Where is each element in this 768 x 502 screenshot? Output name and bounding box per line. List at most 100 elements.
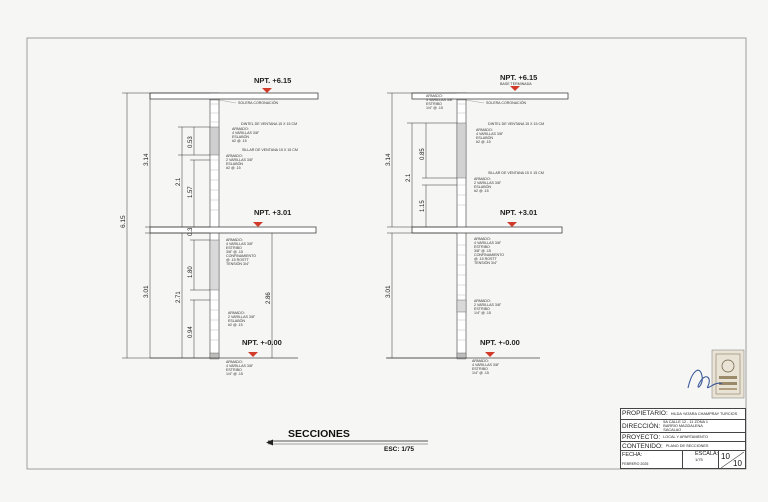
- left-armado1-line3: ESLABÓN: [232, 134, 249, 139]
- drawing-title: SECCIONES: [288, 428, 350, 440]
- title-block-project-row: PROYECTO: LOCAL Y APARTAMENTO: [620, 433, 746, 442]
- left-dim-094: 0.94: [188, 326, 194, 338]
- left-armado5-line4: 1/4" @ .15: [226, 372, 243, 376]
- owner-value: HILDA YATARA CHAMPRAY TURCIOS: [670, 411, 738, 416]
- left-armado1-line1: ARMADO:: [232, 127, 249, 131]
- address-label: DIRECCIÓN:: [622, 422, 661, 430]
- left-dim-286: 2.86: [266, 292, 272, 304]
- left-armado4-line2: 2 VARILLAS 3/8": [228, 315, 256, 319]
- left-note-solera: SOLERA CORONACIÓN: [238, 100, 279, 105]
- title-block-owner-row: PROPIETARIO: HILDA YATARA CHAMPRAY TURCI…: [620, 408, 746, 420]
- left-armado4-line4: #2 @ .15: [228, 323, 243, 327]
- right-notes: BASE TERMINADA ARMADO: 4 VARILLAS 3/8" E…: [426, 82, 544, 375]
- left-armado4-line3: ESLABÓN: [228, 318, 245, 323]
- left-level-marker-mid: [253, 222, 263, 227]
- left-armado3-line7: TENSIÓN 3/4": [226, 261, 250, 266]
- right-armado3-line7: TENSIÓN 3/4": [474, 260, 498, 265]
- right-armado5-line2: 4 VARILLAS 3/8": [472, 363, 500, 367]
- right-level-marker-mid: [507, 222, 517, 227]
- right-armado-top-line1: ARMADO:: [426, 94, 443, 98]
- title-block-address-row: DIRECCIÓN: 5A CALLE 12 - 11 ZONA 1 BARRI…: [620, 420, 746, 433]
- left-dim-overall: 6.15: [120, 215, 127, 228]
- left-armado3-line3: ESTRIBO: [226, 246, 242, 250]
- date-cell: FECHA: FEBRERO 2025: [622, 452, 682, 466]
- right-armado3-line2: 4 VARILLAS 3/8": [474, 241, 502, 245]
- sheet-border: [26, 37, 747, 470]
- left-armado2-line2: 2 VARILLAS 3/8": [226, 158, 254, 162]
- right-armado2-line1: ARMADO:: [474, 177, 491, 181]
- left-level-mid: NPT. +3.01: [254, 208, 291, 217]
- sheet-total: 10: [733, 459, 742, 468]
- scale-label: ESCALA:: [695, 451, 719, 457]
- right-armado4-line3: ESTRIBO: [474, 307, 490, 311]
- owner-label: PROPIETARIO:: [622, 410, 668, 417]
- right-armado4-line1: ARMADO:: [474, 299, 491, 303]
- right-level-marker-top: [510, 86, 520, 91]
- project-label: PROYECTO:: [622, 433, 661, 441]
- left-dim-180: 1.80: [188, 266, 194, 278]
- date-value: FEBRERO 2025: [622, 462, 649, 466]
- left-dim-21: 2.1: [176, 177, 182, 186]
- title-arrow-icon: [266, 439, 273, 446]
- scale-value: 1/75: [695, 457, 703, 462]
- left-dim-271: 2.71: [176, 291, 182, 303]
- right-armado1-line4: #2 @ .15: [476, 140, 491, 144]
- right-armado-top-line3: ESTRIBO: [426, 102, 442, 106]
- right-armado-top-line2: 4 VARILLAS 3/8": [426, 98, 454, 102]
- right-armado2-line3: ESLABÓN: [474, 184, 491, 189]
- right-armado5-line1: ARMADO:: [472, 359, 489, 363]
- left-note-dintel: DINTEL DE VENTANA 15 X 15 CM: [241, 122, 297, 126]
- sheet-number: 10: [721, 452, 730, 461]
- content-value: PLANO DE SECCIONES: [665, 444, 709, 448]
- project-value: LOCAL Y APARTAMENTO: [663, 435, 708, 439]
- right-armado3-line6: @ .15 ROSTT: [474, 257, 498, 261]
- left-notes: SOLERA CORONACIÓN DINTEL DE VENTANA 15 X…: [218, 99, 298, 376]
- left-dimension-lines: [122, 92, 273, 359]
- left-armado3-line2: 4 VARILLAS 3/8": [226, 242, 254, 246]
- professional-seal-icon: [711, 349, 745, 399]
- right-armado1-line1: ARMADO:: [476, 128, 493, 132]
- right-mid-slab: [411, 226, 563, 234]
- title-block-content-row: CONTENIDO: PLANO DE SECCIONES: [620, 442, 746, 451]
- right-armado2-line2: 2 VARILLAS 3/8": [474, 181, 502, 185]
- left-armado2-line4: #2 @ .15: [226, 166, 241, 170]
- right-armado3-line5: CONFINAMIENTO: [474, 253, 504, 257]
- left-dim-lower: 3.01: [143, 285, 150, 298]
- right-armado4-line2: 2 VARILLAS 3/8": [474, 303, 502, 307]
- left-armado2-line1: ARMADO:: [226, 154, 243, 158]
- right-dim-085: 0.85: [420, 148, 426, 160]
- right-level-top: NPT. +6.15: [500, 73, 537, 82]
- left-note-sillar: SILLAR DE VENTANA 15 X 15 CM: [242, 148, 298, 152]
- left-armado1-line4: #2 @ .15: [232, 139, 247, 143]
- right-roof-slab: [411, 92, 569, 100]
- right-note-solera: SOLERA CORONACIÓN: [486, 100, 527, 105]
- left-roof-slab: [149, 92, 319, 100]
- sheet-number-cell: 10 10: [718, 451, 746, 469]
- left-base: [209, 352, 220, 360]
- left-mid-slab: [149, 226, 317, 234]
- left-window-hatch: [209, 126, 220, 156]
- right-armado4-line4: 1/4" @ .15: [474, 311, 491, 315]
- right-armado-top-line4: 1/4" @ .15: [426, 106, 443, 110]
- right-wall-block-lines: [457, 103, 466, 341]
- left-armado5-line2: 4 VARILLAS 3/8": [226, 364, 254, 368]
- left-dim-03: 0.3: [188, 227, 194, 236]
- right-level-marker-bottom: [485, 352, 495, 357]
- signature-icon: [687, 369, 723, 389]
- right-window-hatch: [456, 122, 467, 179]
- left-level-marker-top: [262, 88, 272, 93]
- right-dim-21: 2.1: [406, 173, 412, 182]
- right-dim-lower: 3.01: [385, 285, 392, 298]
- left-armado3-line6: @ .15 ROSTT: [226, 258, 250, 262]
- content-label: CONTENIDO:: [622, 442, 663, 450]
- left-armado4-line1: ARMADO:: [228, 311, 245, 315]
- left-level-bottom: NPT. +-0.00: [242, 338, 282, 347]
- left-dim-upper: 3.14: [143, 153, 150, 166]
- left-level-marker-bottom: [248, 352, 258, 357]
- right-armado3-line4: 3/8" @ .15: [474, 249, 491, 253]
- left-dim-157: 1.57: [188, 186, 194, 198]
- left-armado3-line1: ARMADO:: [226, 238, 243, 242]
- scale-cell: ESCALA: 1/75: [682, 451, 718, 469]
- right-armado1-line3: ESLABÓN: [476, 135, 493, 140]
